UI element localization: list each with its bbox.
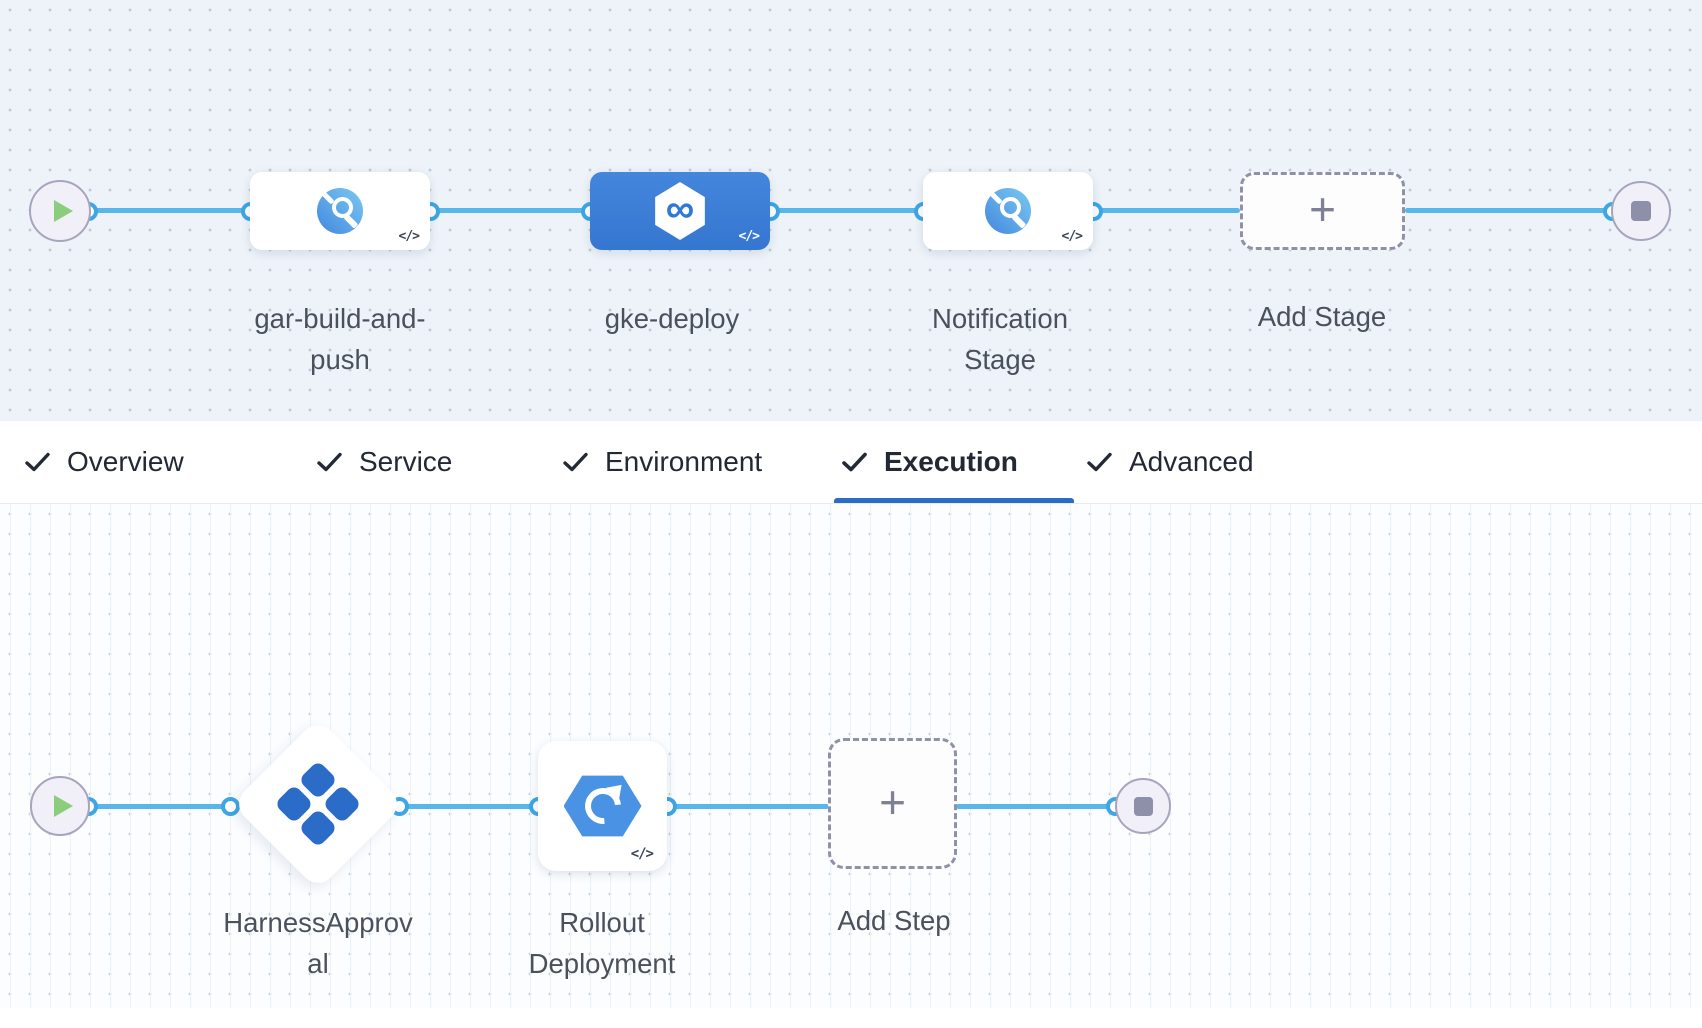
connector-line (88, 208, 252, 213)
code-badge-icon: </> (398, 229, 421, 244)
stage-card-notification-stage[interactable]: </> (923, 172, 1093, 250)
custom-stage-icon (985, 188, 1031, 234)
stage-pipeline-canvas: </> ∞ </> </> + gar-build-and-push gke-d… (0, 0, 1702, 421)
active-tab-underline (834, 498, 1074, 503)
ci-build-stage-icon (317, 188, 363, 234)
connector-line (956, 804, 1116, 809)
step-card-harness-approval[interactable] (231, 717, 405, 891)
step-label: Rollout Deployment (528, 907, 676, 979)
stage-label: gar-build-and-push (254, 303, 426, 375)
tab-advanced[interactable]: Advanced (1087, 421, 1254, 503)
play-icon (53, 795, 73, 817)
stage-label: gke-deploy (604, 303, 740, 334)
plus-icon: + (1309, 183, 1336, 235)
connector-line (667, 804, 829, 809)
execution-end-node (1115, 778, 1171, 834)
execution-steps-canvas: </> + HarnessApproval Rollout Deployment… (0, 504, 1702, 1028)
add-step-button[interactable]: + (828, 738, 957, 869)
pipeline-end-node (1611, 181, 1671, 241)
connector-line (88, 804, 232, 809)
stop-icon (1133, 796, 1153, 816)
connector-dot (220, 797, 240, 816)
play-icon (53, 200, 73, 222)
check-icon (25, 452, 50, 472)
canvas-bottom-strip (0, 1008, 1702, 1028)
add-stage-label: Add Stage (1257, 301, 1387, 332)
rollout-deployment-icon (563, 775, 642, 837)
tab-label: Advanced (1129, 446, 1254, 477)
deploy-stage-icon: ∞ (655, 182, 705, 240)
stage-config-tab-bar: Overview Service Environment Execution A… (0, 421, 1702, 504)
connector-line (770, 208, 923, 213)
tab-label: Service (359, 446, 453, 477)
stop-icon (1631, 201, 1651, 221)
check-icon (317, 452, 342, 472)
connector-line (430, 208, 590, 213)
tab-overview[interactable]: Overview (25, 421, 184, 503)
check-icon (563, 452, 588, 472)
code-badge-icon: </> (738, 229, 761, 244)
add-stage-button[interactable]: + (1240, 172, 1405, 250)
code-badge-icon: </> (1061, 229, 1084, 244)
step-card-rollout-deployment[interactable]: </> (538, 741, 667, 871)
pipeline-start-node (29, 180, 91, 242)
tab-environment[interactable]: Environment (563, 421, 762, 503)
check-icon (1087, 452, 1112, 472)
connector-line (1405, 208, 1612, 213)
check-icon (842, 452, 867, 472)
add-step-label: Add Step (837, 905, 951, 936)
connector-line (1093, 208, 1240, 213)
stage-label: Notification Stage (931, 303, 1069, 375)
tab-label: Environment (605, 446, 763, 477)
execution-start-node (30, 776, 90, 836)
harness-approval-icon (274, 760, 362, 848)
tab-label: Overview (67, 446, 184, 477)
connector-line (399, 804, 540, 809)
code-badge-icon: </> (630, 846, 654, 862)
stage-card-gar-build-and-push[interactable]: </> (250, 172, 430, 250)
step-label: HarnessApproval (223, 907, 413, 979)
stage-card-gke-deploy[interactable]: ∞ </> (590, 172, 770, 250)
plus-icon: + (879, 775, 906, 828)
tab-label: Execution (884, 446, 1018, 477)
tab-execution[interactable]: Execution (842, 421, 1018, 503)
tab-service[interactable]: Service (317, 421, 452, 503)
